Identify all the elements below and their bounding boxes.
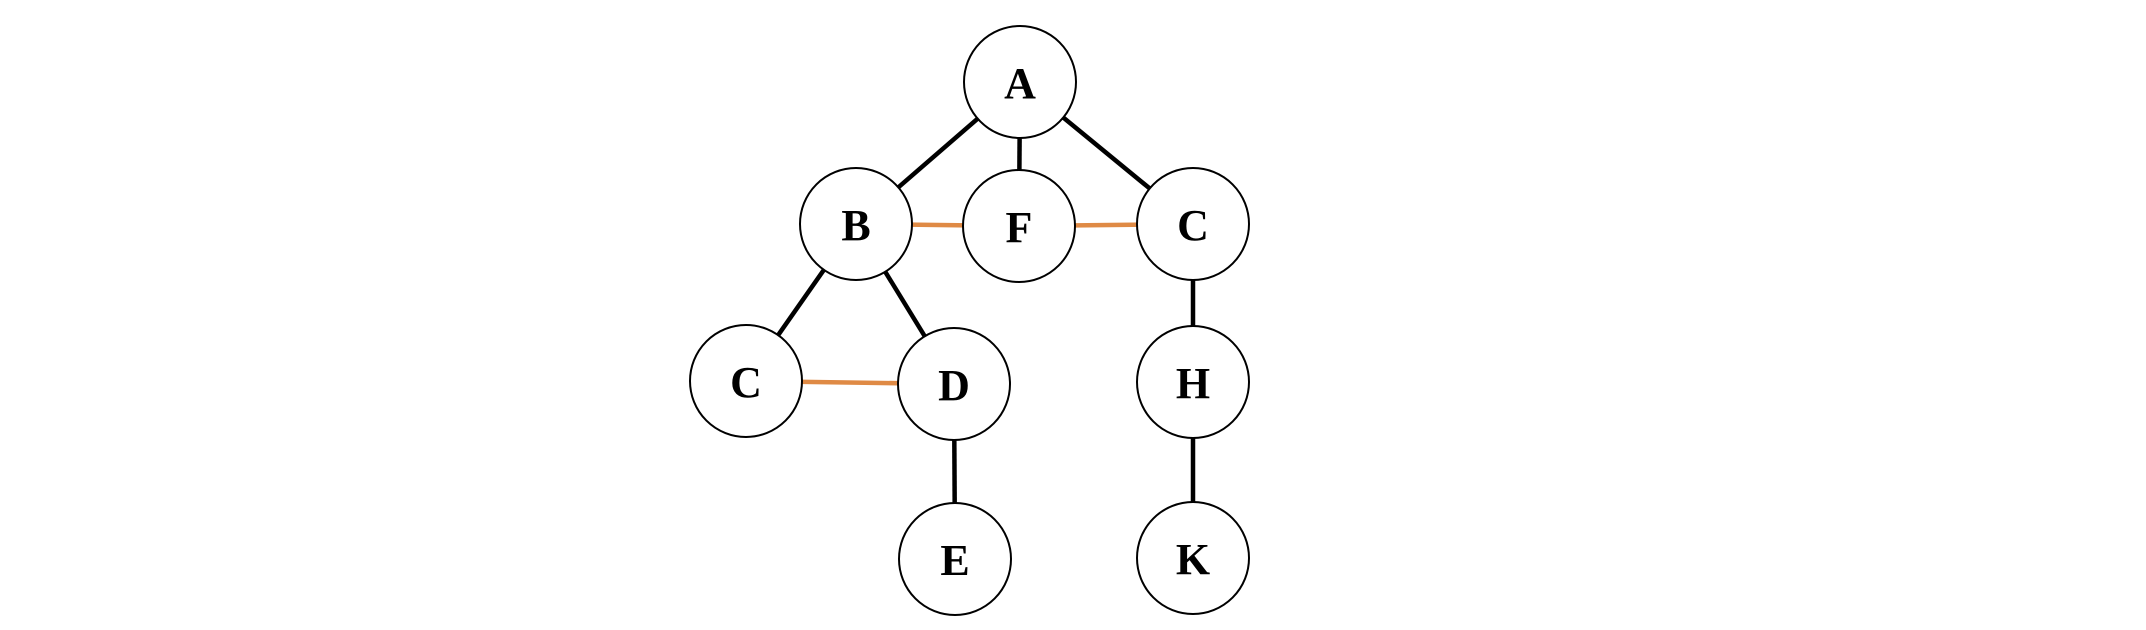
node-circle-A (963, 25, 1077, 139)
node-circle-C1 (1136, 167, 1250, 281)
node-circle-H (1136, 325, 1250, 439)
node-B: B (799, 167, 913, 281)
node-H: H (1136, 325, 1250, 439)
node-circle-K (1136, 501, 1250, 615)
node-D: D (897, 327, 1011, 441)
node-circle-C2 (689, 324, 803, 438)
node-E: E (898, 502, 1012, 616)
node-circle-B (799, 167, 913, 281)
node-F: F (962, 169, 1076, 283)
node-C1: C (1136, 167, 1250, 281)
node-circle-D (897, 327, 1011, 441)
node-A: A (963, 25, 1077, 139)
node-circle-F (962, 169, 1076, 283)
node-circle-E (898, 502, 1012, 616)
node-C2: C (689, 324, 803, 438)
node-K: K (1136, 501, 1250, 615)
